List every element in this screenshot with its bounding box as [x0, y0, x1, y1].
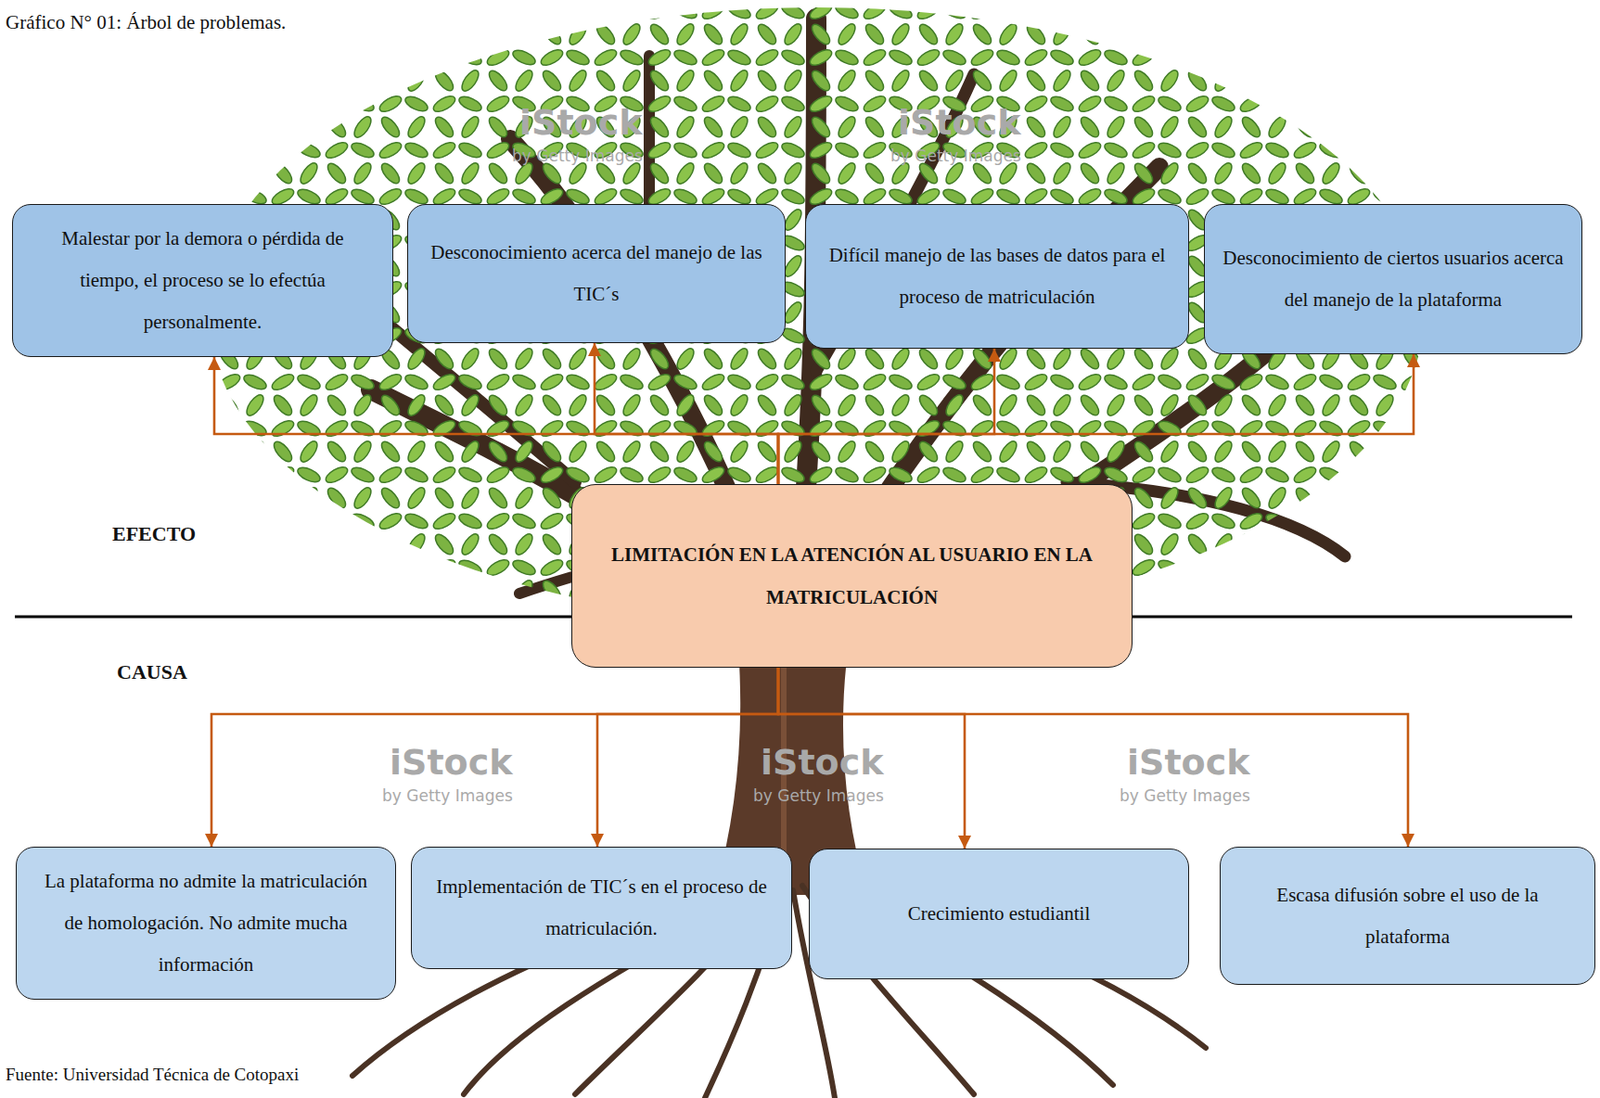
- elbow-arrow: [597, 667, 779, 847]
- watermark: by Getty Images: [890, 146, 1022, 166]
- watermark: iStock: [519, 102, 642, 143]
- effect-box: Desconocimiento de ciertos usuarios acer…: [1203, 204, 1583, 355]
- watermark: iStock: [760, 742, 884, 783]
- watermark: iStock: [389, 742, 512, 783]
- section-label: EFECTO: [112, 522, 196, 547]
- box-text: Implementación de TIC´s en el proceso de…: [428, 866, 775, 950]
- figure-caption: Fuente: Universidad Técnica de Cotopaxi: [5, 1064, 299, 1086]
- effect-box: Difícil manejo de las bases de datos par…: [805, 204, 1190, 349]
- cause-box: Crecimiento estudiantil: [808, 848, 1190, 980]
- watermark: iStock: [1126, 742, 1250, 783]
- box-text: Difícil manejo de las bases de datos par…: [822, 234, 1172, 319]
- core-problem-box: LIMITACIÓN EN LA ATENCIÓN AL USUARIO EN …: [571, 484, 1133, 668]
- elbow-arrow: [214, 357, 779, 485]
- cause-box: La plataforma no admite la matriculación…: [15, 846, 397, 1000]
- watermark: by Getty Images: [512, 146, 643, 166]
- effect-box: Malestar por la demora o pérdida de tiem…: [12, 204, 394, 358]
- box-text: Escasa difusión sobre el uso de la plata…: [1237, 874, 1578, 959]
- elbow-arrow: [211, 667, 779, 847]
- figure-title: Gráfico N° 01: Árbol de problemas.: [5, 11, 286, 35]
- section-label: CAUSA: [116, 660, 188, 685]
- watermark: by Getty Images: [382, 786, 513, 806]
- box-text: LIMITACIÓN EN LA ATENCIÓN AL USUARIO EN …: [588, 533, 1115, 619]
- box-text: La plataforma no admite la matriculación…: [33, 860, 379, 986]
- watermark: by Getty Images: [1119, 786, 1251, 806]
- cause-box: Escasa difusión sobre el uso de la plata…: [1219, 846, 1596, 986]
- effect-box: Desconocimiento acerca del manejo de las…: [407, 204, 786, 344]
- cause-box: Implementación de TIC´s en el proceso de…: [410, 846, 793, 970]
- elbow-arrow: [594, 343, 779, 485]
- box-text: Desconocimiento de ciertos usuarios acer…: [1221, 237, 1565, 321]
- watermark: iStock: [897, 102, 1021, 143]
- box-text: Desconocimiento acerca del manejo de las…: [424, 231, 768, 316]
- elbow-arrow: [778, 348, 995, 485]
- elbow-arrow: [778, 354, 1414, 485]
- watermark: by Getty Images: [753, 786, 884, 806]
- box-text: Crecimiento estudiantil: [908, 893, 1091, 935]
- box-text: Malestar por la demora o pérdida de tiem…: [29, 217, 376, 344]
